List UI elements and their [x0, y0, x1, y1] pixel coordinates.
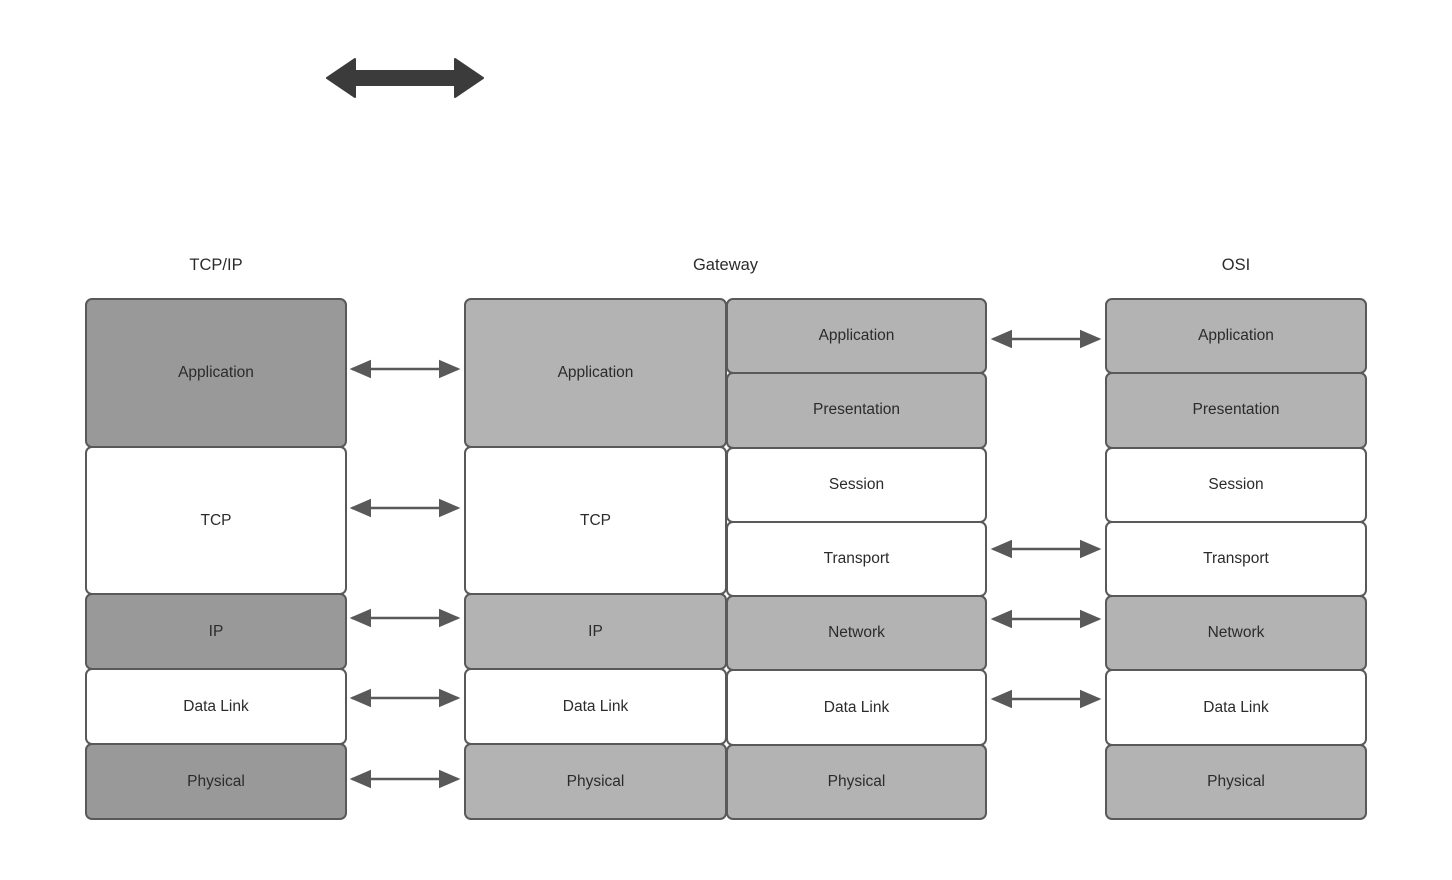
stack-gateway-left: Application TCP IP Data Link Physical [464, 298, 727, 821]
layer-tcpip-tcp[interactable]: TCP [85, 445, 347, 596]
layer-gateway-left-physical[interactable]: Physical [464, 743, 727, 821]
layer-osi-presentation[interactable]: Presentation [1105, 372, 1367, 449]
connectors-gateway-to-osi [990, 329, 1102, 709]
layer-gateway-left-tcp[interactable]: TCP [464, 445, 727, 596]
layer-osi-physical[interactable]: Physical [1105, 743, 1367, 820]
layer-tcpip-data-link[interactable]: Data Link [85, 668, 347, 746]
layer-gateway-left-application[interactable]: Application [464, 298, 727, 448]
layer-gateway-right-presentation[interactable]: Presentation [726, 372, 987, 449]
layer-tcpip-ip[interactable]: IP [85, 593, 347, 671]
layer-osi-network[interactable]: Network [1105, 595, 1367, 672]
layer-gateway-right-session[interactable]: Session [726, 446, 987, 523]
connectors-tcpip-to-gateway [349, 359, 461, 789]
layer-gateway-left-ip[interactable]: IP [464, 593, 727, 671]
layer-tcpip-physical[interactable]: Physical [85, 743, 347, 821]
stack-osi: Application Presentation Session Transpo… [1105, 298, 1367, 820]
layer-osi-transport[interactable]: Transport [1105, 520, 1367, 598]
layer-gateway-right-physical[interactable]: Physical [726, 743, 987, 820]
layer-tcpip-application[interactable]: Application [85, 298, 347, 448]
stack-tcpip: Application TCP IP Data Link Physical [85, 298, 347, 821]
layer-gateway-left-data-link[interactable]: Data Link [464, 668, 727, 746]
layer-osi-session[interactable]: Session [1105, 446, 1367, 523]
layer-gateway-right-transport[interactable]: Transport [726, 520, 987, 598]
column-title-tcpip: TCP/IP [189, 256, 243, 274]
layer-osi-data-link[interactable]: Data Link [1105, 669, 1367, 746]
stack-gateway-right: Application Presentation Session Transpo… [726, 298, 987, 820]
layer-gateway-right-application[interactable]: Application [726, 298, 987, 375]
layer-osi-application[interactable]: Application [1105, 298, 1367, 375]
column-title-gateway: Gateway [692, 256, 759, 274]
double-headed-arrow-icon [326, 58, 484, 98]
layer-gateway-right-network[interactable]: Network [726, 595, 987, 672]
column-title-osi: OSI [1221, 256, 1251, 274]
layer-gateway-right-data-link[interactable]: Data Link [726, 669, 987, 746]
